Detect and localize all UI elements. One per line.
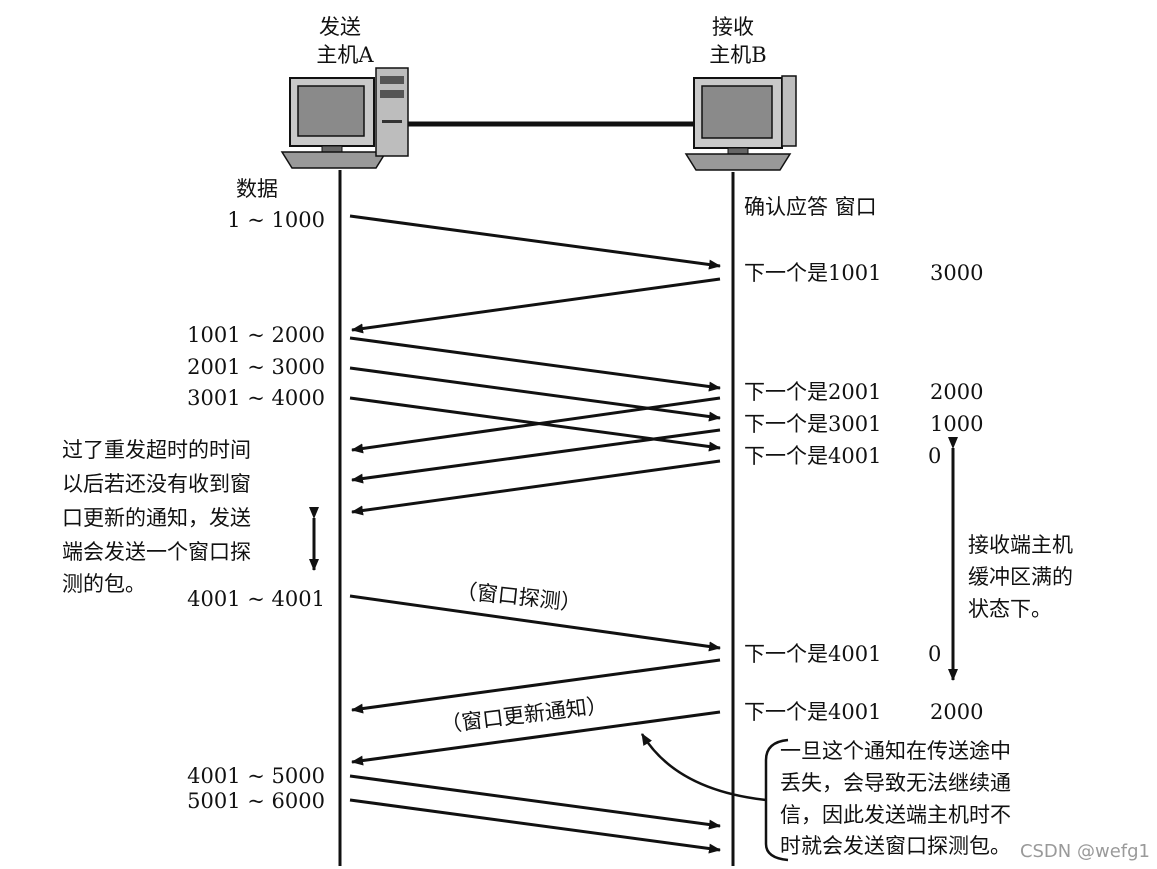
arrow-data-1001-2000 (349, 336, 721, 392)
note-line: 过了重发超时的时间 (62, 438, 251, 462)
arrow-ack-2001 (351, 396, 721, 454)
loss-note-pointer-arrow (640, 733, 767, 802)
arrow-ack-4001 (351, 459, 721, 516)
arrow-data-2001-3000 (349, 366, 721, 422)
note-line: 接收端主机 (968, 533, 1073, 557)
ack-label: 下一个是2001 (744, 380, 881, 404)
receiver-host-label-line1: 接收 (712, 15, 754, 39)
arrow-window-probe (349, 594, 721, 652)
watermark: CSDN @wefg1 (1020, 841, 1150, 862)
segment-label: 4001 ~ 4001 (187, 587, 325, 611)
sender-computer-icon (280, 67, 409, 169)
arrow-ack-4001-probe (351, 658, 721, 714)
arrow-ack-1001 (351, 277, 721, 334)
arrow-data-1-1000 (349, 214, 721, 270)
note-line: 测的包。 (62, 572, 146, 596)
note-line: 以后若还没有收到窗 (62, 472, 251, 496)
ack-label: 下一个是4001 (744, 444, 881, 468)
window-size-label: 2000 (930, 700, 983, 724)
window-probe-label: （窗口探测） (455, 579, 583, 616)
note-line: 缓冲区满的 (968, 565, 1073, 589)
segment-label: 3001 ~ 4000 (187, 386, 325, 410)
ack-label: 下一个是4001 (744, 642, 881, 666)
note-line: 时就会发送窗口探测包。 (780, 834, 1011, 858)
ack-label: 下一个是4001 (744, 700, 881, 724)
note-line: 丢失，会导致无法继续通 (780, 771, 1011, 795)
note-line: 信，因此发送端主机时不 (780, 803, 1011, 827)
timeout-note: 过了重发超时的时间 以后若还没有收到窗 口更新的通知，发送 端会发送一个窗口探 … (62, 438, 251, 596)
buffer-full-note: 接收端主机 缓冲区满的 状态下。 (968, 533, 1073, 621)
window-size-label: 3000 (930, 261, 983, 285)
arrow-window-update (351, 710, 721, 766)
arrow-data-4001-5000 (349, 774, 721, 830)
window-size-label: 1000 (930, 412, 983, 436)
receiver-host-label-line2: 主机B (709, 43, 766, 67)
message-arrows (349, 214, 721, 854)
window-size-label: 0 (928, 444, 941, 468)
arrow-data-5001-6000 (349, 798, 721, 854)
note-line: 一旦这个通知在传送途中 (780, 739, 1011, 763)
ack-label: 下一个是3001 (744, 412, 881, 436)
receiver-computer-icon (684, 75, 797, 171)
ack-label: 下一个是1001 (744, 261, 881, 285)
window-size-label: 0 (928, 642, 941, 666)
segment-label: 5001 ~ 6000 (187, 789, 325, 813)
loss-note: 一旦这个通知在传送途中 丢失，会导致无法继续通 信，因此发送端主机时不 时就会发… (780, 739, 1011, 858)
note-line: 口更新的通知，发送 (62, 506, 251, 530)
sender-host-label-line1: 发送 (319, 15, 361, 39)
ack-window-column-header: 确认应答 窗口 (744, 195, 877, 219)
arrow-ack-3001 (351, 428, 721, 484)
window-size-label: 2000 (930, 380, 983, 404)
segment-label: 1001 ~ 2000 (187, 323, 325, 347)
data-column-header: 数据 (236, 177, 278, 201)
note-line: 状态下。 (968, 597, 1052, 621)
segment-label: 1 ~ 1000 (227, 208, 325, 232)
segment-label: 4001 ~ 5000 (187, 764, 325, 788)
sender-host-label-line2: 主机A (316, 43, 374, 67)
loss-note-bracket (764, 738, 789, 862)
segment-label: 2001 ~ 3000 (187, 355, 325, 379)
note-line: 端会发送一个窗口探 (62, 540, 251, 564)
